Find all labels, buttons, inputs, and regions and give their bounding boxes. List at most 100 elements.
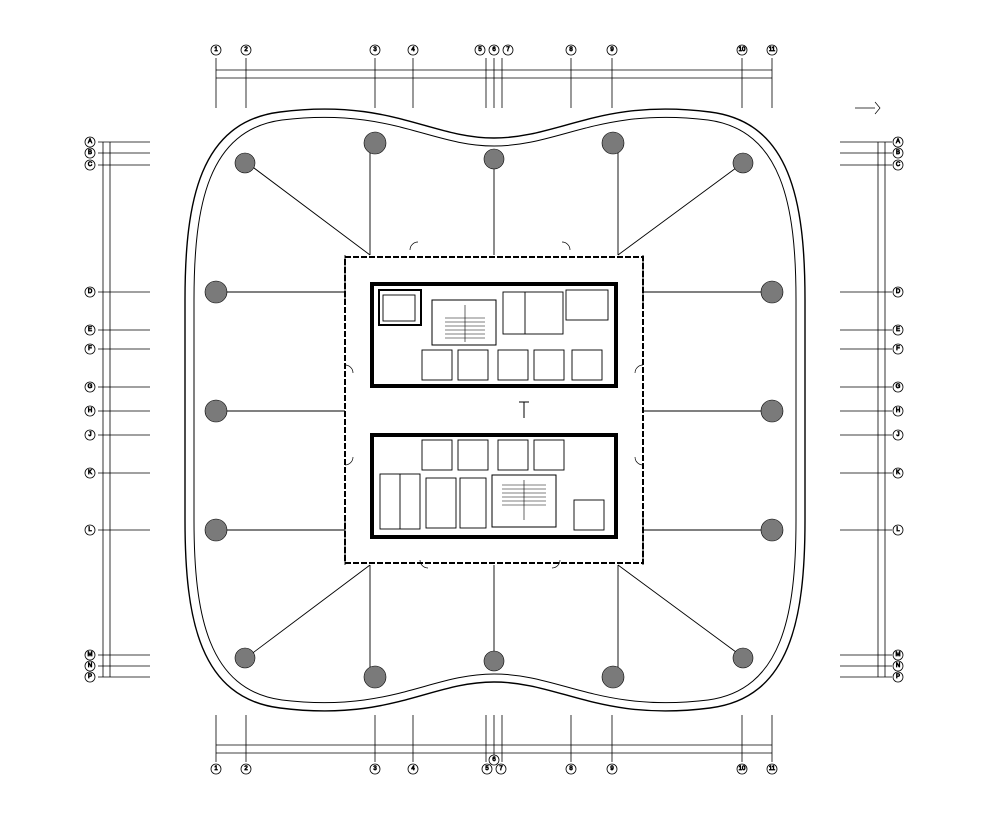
top-axis-bubbles: 1 2 3 4 5 6 7 8 9 10 11	[210, 44, 778, 56]
svg-text:7: 7	[506, 47, 510, 53]
axis-bubble-top-5: 5	[474, 44, 486, 56]
axis-bubble-right-C: C	[892, 159, 904, 171]
column	[483, 148, 505, 170]
svg-text:L: L	[896, 527, 900, 533]
column	[204, 518, 228, 542]
axis-bubble-top-2: 2	[240, 44, 252, 56]
stair-direction-arrow	[519, 401, 529, 418]
column	[204, 399, 228, 423]
axis-bubble-right-K: K	[892, 467, 904, 479]
svg-text:11: 11	[769, 766, 776, 772]
legend	[855, 101, 881, 115]
top-dimension-lines	[215, 58, 773, 108]
bottom-dimension-lines	[215, 715, 773, 762]
svg-text:L: L	[88, 527, 92, 533]
svg-text:M: M	[896, 652, 901, 658]
svg-text:N: N	[88, 663, 92, 669]
axis-bubble-left-D: D	[84, 286, 96, 298]
column	[483, 650, 505, 672]
svg-text:K: K	[88, 470, 92, 476]
svg-text:C: C	[88, 162, 93, 168]
right-dimension-lines	[840, 141, 892, 678]
axis-bubble-left-N: N	[84, 660, 96, 672]
svg-text:9: 9	[610, 47, 614, 53]
axis-bubble-bottom-9: 9	[606, 763, 618, 775]
svg-text:G: G	[88, 384, 93, 390]
column	[601, 131, 625, 155]
svg-text:2: 2	[244, 47, 248, 53]
core-boundary	[344, 256, 644, 564]
elevator-cars-south	[421, 439, 605, 531]
bottom-axis-bubbles: 1 2 3 4 5 6 7 8 9 10 11	[210, 754, 778, 775]
svg-text:J: J	[89, 432, 92, 438]
column	[363, 665, 387, 689]
elevator-cars-north	[382, 294, 603, 381]
axis-bubble-bottom-5: 5	[481, 763, 493, 775]
axis-bubble-right-G: G	[892, 381, 904, 393]
axis-bubble-left-M: M	[84, 649, 96, 661]
axis-bubble-right-D: D	[892, 286, 904, 298]
axis-bubble-left-F: F	[84, 343, 96, 355]
axis-bubble-left-C: C	[84, 159, 96, 171]
svg-text:A: A	[88, 139, 92, 145]
axis-bubble-left-G: G	[84, 381, 96, 393]
svg-text:3: 3	[373, 766, 377, 772]
core-north	[370, 282, 618, 388]
axis-bubble-left-B: B	[84, 147, 96, 159]
svg-text:B: B	[88, 150, 92, 156]
door-swings	[344, 241, 644, 569]
partition-lines	[216, 140, 772, 680]
axis-bubble-right-N: N	[892, 660, 904, 672]
axis-bubble-right-L: L	[892, 524, 904, 536]
axis-bubble-top-3: 3	[369, 44, 381, 56]
svg-text:8: 8	[569, 766, 573, 772]
svg-text:H: H	[896, 408, 900, 414]
svg-text:F: F	[896, 346, 900, 352]
axis-bubble-left-E: E	[84, 324, 96, 336]
axis-bubble-left-J: J	[84, 429, 96, 441]
svg-text:N: N	[896, 663, 900, 669]
svg-text:5: 5	[485, 766, 489, 772]
left-axis-bubbles: A B C D E F G H J K L M N P	[84, 136, 96, 683]
svg-text:10: 10	[739, 766, 746, 772]
column	[732, 152, 754, 174]
left-dimension-lines	[98, 141, 150, 678]
stair-north	[431, 299, 497, 346]
svg-text:J: J	[897, 432, 900, 438]
axis-bubble-right-J: J	[892, 429, 904, 441]
column	[234, 152, 256, 174]
column	[204, 280, 228, 304]
axis-bubble-top-1: 1	[210, 44, 222, 56]
axis-bubble-top-10: 10	[736, 44, 748, 56]
axis-bubble-left-L: L	[84, 524, 96, 536]
axis-bubble-top-7: 7	[502, 44, 514, 56]
axis-bubble-top-11: 11	[766, 44, 778, 56]
svg-text:7: 7	[499, 766, 503, 772]
svg-text:9: 9	[610, 766, 614, 772]
axis-bubble-top-8: 8	[565, 44, 577, 56]
column	[363, 131, 387, 155]
svg-text:4: 4	[411, 47, 415, 53]
svg-text:F: F	[88, 346, 92, 352]
core-south	[370, 433, 618, 539]
axis-bubble-top-9: 9	[606, 44, 618, 56]
svg-text:10: 10	[739, 47, 746, 53]
column	[732, 647, 754, 669]
stair-treads-north	[445, 305, 485, 342]
column	[760, 399, 784, 423]
building-outline	[184, 108, 806, 712]
stair-south	[491, 474, 557, 528]
svg-text:P: P	[88, 674, 92, 680]
svg-text:1: 1	[214, 47, 218, 53]
axis-bubble-bottom-7: 7	[495, 763, 507, 775]
axis-bubble-bottom-2: 2	[240, 763, 252, 775]
svg-text:6: 6	[492, 47, 496, 53]
svg-text:G: G	[896, 384, 901, 390]
svg-text:K: K	[896, 470, 900, 476]
axis-bubble-bottom-10: 10	[736, 763, 748, 775]
column	[760, 280, 784, 304]
axis-bubble-top-4: 4	[407, 44, 419, 56]
right-axis-bubbles: A B C D E F G H J K L M N P	[892, 136, 904, 683]
svg-text:4: 4	[411, 766, 415, 772]
